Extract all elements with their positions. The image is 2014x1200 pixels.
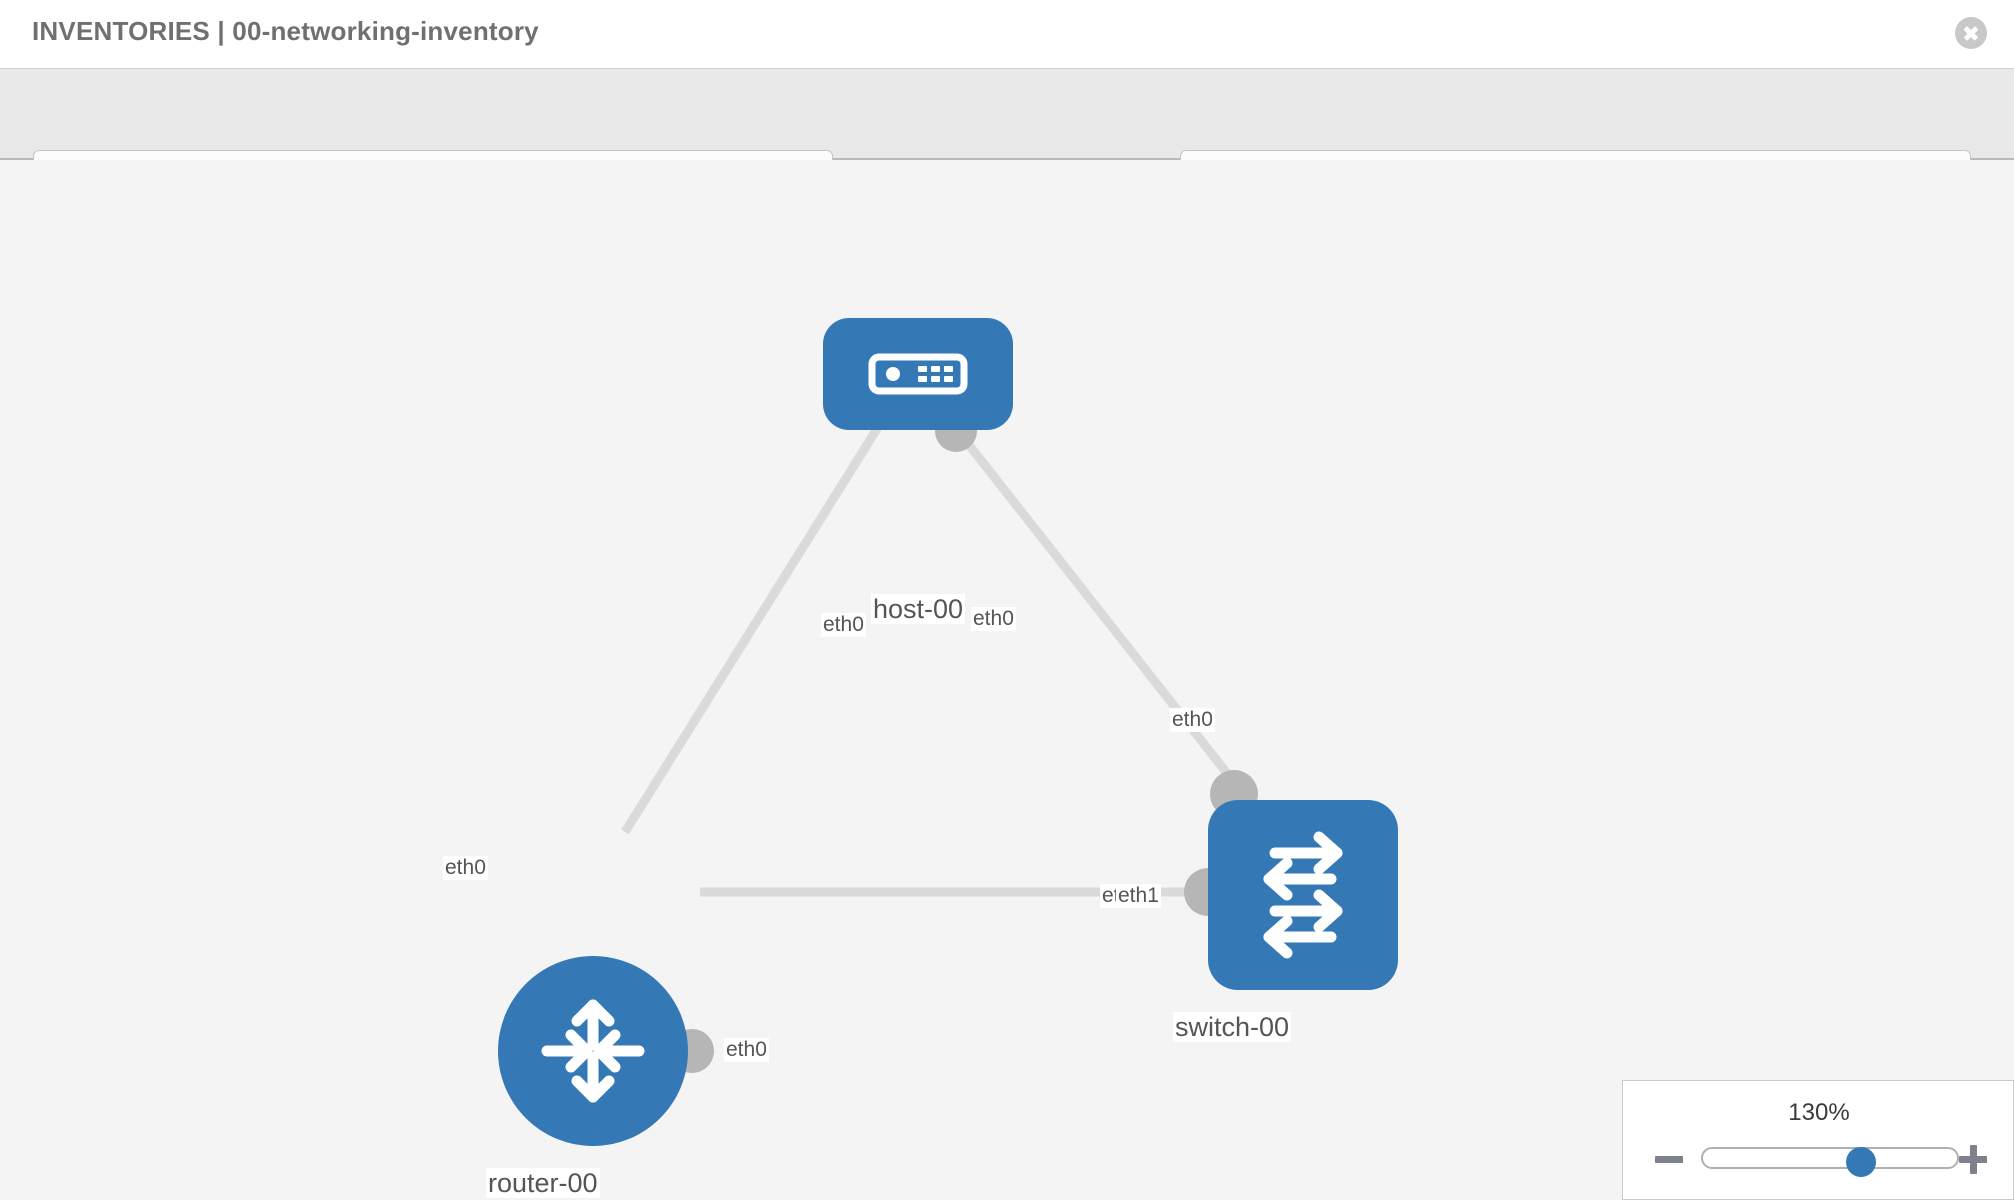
host-node-shape[interactable] xyxy=(823,318,1013,430)
topology-canvas[interactable]: host-00 eth0 eth0 xyxy=(0,160,2014,1200)
link-lines xyxy=(621,405,1252,897)
four-arrows-inward-icon xyxy=(541,999,645,1103)
zoom-slider-track[interactable] xyxy=(1701,1147,1959,1177)
router-node-label: router-00 xyxy=(486,1168,600,1199)
switch-node-label: switch-00 xyxy=(1173,1012,1292,1043)
toolbar: ACTIONS SEARCH xyxy=(0,68,2014,212)
zoom-level-value: 130% xyxy=(1788,1099,1850,1126)
page-header: INVENTORIES | 00-networking-inventory xyxy=(0,0,2014,68)
bidirectional-arrows-icon xyxy=(1263,831,1343,959)
topology-links xyxy=(0,160,2014,1200)
router-port-label-right: eth0 xyxy=(724,1038,769,1062)
zoom-control-panel: 130% xyxy=(1622,1080,2014,1200)
page-title: INVENTORIES | 00-networking-inventory xyxy=(32,16,539,46)
zoom-slider-thumb[interactable] xyxy=(1846,1147,1876,1177)
router-port-label-top: eth0 xyxy=(443,856,488,880)
link-host-router xyxy=(621,405,894,835)
switch-port-label-eth1: eth1 xyxy=(1116,884,1161,908)
router-node-shape[interactable] xyxy=(498,956,688,1146)
close-icon[interactable] xyxy=(1955,17,1987,49)
server-device-icon xyxy=(868,353,968,395)
link-host-switch xyxy=(936,405,1252,803)
zoom-out-icon[interactable] xyxy=(1653,1143,1685,1175)
switch-node-shape[interactable] xyxy=(1208,800,1398,990)
zoom-in-icon[interactable] xyxy=(1957,1143,1989,1175)
switch-port-label-top: eth0 xyxy=(1170,708,1215,732)
host-node-label: host-00 xyxy=(871,594,966,625)
host-port-label-right: eth0 xyxy=(971,607,1016,631)
zoom-slider-row xyxy=(1623,1139,2014,1179)
host-port-label-left: eth0 xyxy=(821,613,866,637)
